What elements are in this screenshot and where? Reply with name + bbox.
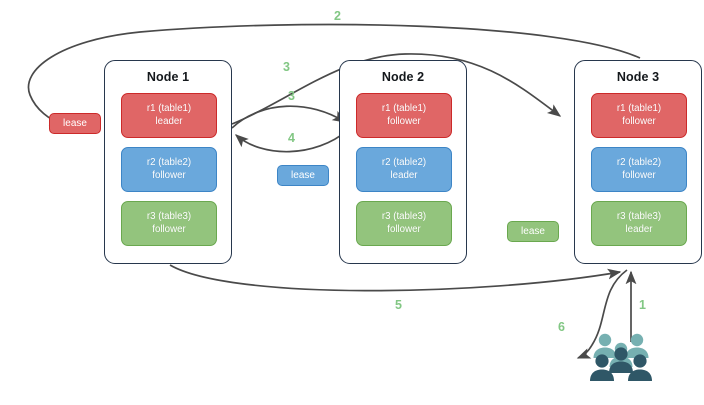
replica-name: r3 (table3) [381,211,427,223]
node-title-3: Node 3 [616,70,660,84]
lease-label: lease [291,170,315,181]
replica-role: leader [625,223,653,235]
replica-name: r3 (table3) [146,211,192,223]
replica-role: follower [622,169,656,181]
users-group-icon [590,333,652,381]
replica-name: r2 (table2) [616,157,662,169]
replica-role: leader [390,169,418,181]
lease-chip-blue: lease [277,165,329,186]
step-label-5: 5 [395,298,402,312]
replica-role: leader [155,115,183,127]
node-container-3: Node 3 r1 (table1) follower r2 (table2) … [574,60,702,264]
arrow-step-2 [27,23,641,126]
lease-label: lease [521,226,545,237]
node-title-2: Node 2 [381,70,425,84]
arrow-step-3-to-node2 [231,105,347,129]
lease-chip-red: lease [49,113,101,134]
step-label-4: 4 [288,131,295,145]
lease-label: lease [63,118,87,129]
replica-role: follower [152,223,186,235]
step-label-1: 1 [639,298,646,312]
arrow-step-6 [576,269,628,359]
replica-r3-node3: r3 (table3) leader [591,201,687,246]
replica-r2-node3: r2 (table2) follower [591,147,687,192]
replica-r3-node1: r3 (table3) follower [121,201,217,246]
step-label-2: 2 [334,9,341,23]
node-title-1: Node 1 [146,70,190,84]
replica-role: follower [387,223,421,235]
arrow-step-4 [234,129,349,153]
replica-r2-node2: r2 (table2) leader [356,147,452,192]
replica-r1-node3: r1 (table1) follower [591,93,687,138]
arrow-step-5 [169,264,622,292]
replica-name: r1 (table1) [616,103,662,115]
replica-name: r2 (table2) [146,157,192,169]
step-label-3a: 3 [283,60,290,74]
replica-role: follower [622,115,656,127]
replica-r1-node2: r1 (table1) follower [356,93,452,138]
replica-r3-node2: r3 (table3) follower [356,201,452,246]
replica-r2-node1: r2 (table2) follower [121,147,217,192]
lease-chip-green: lease [507,221,559,242]
replica-role: follower [387,115,421,127]
replica-name: r1 (table1) [381,103,427,115]
replica-name: r2 (table2) [381,157,427,169]
step-label-6: 6 [558,320,565,334]
arrow-step-3-to-node3 [231,53,562,125]
node-container-2: Node 2 r1 (table1) follower r2 (table2) … [339,60,467,264]
replica-role: follower [152,169,186,181]
replica-r1-node1: r1 (table1) leader [121,93,217,138]
replica-name: r3 (table3) [616,211,662,223]
replica-name: r1 (table1) [146,103,192,115]
step-label-3b: 3 [288,89,295,103]
node-container-1: Node 1 r1 (table1) leader r2 (table2) fo… [104,60,232,264]
